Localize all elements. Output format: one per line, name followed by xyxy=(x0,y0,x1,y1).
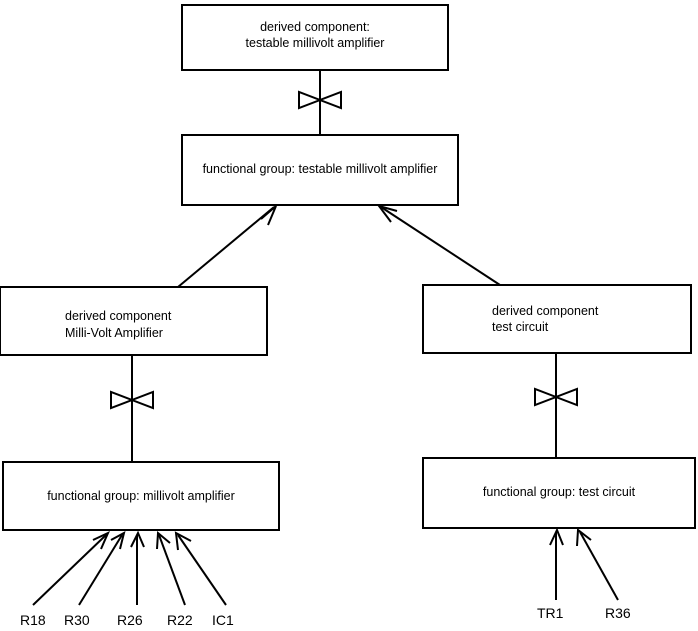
node-box[interactable] xyxy=(181,134,459,206)
edge-r36 xyxy=(579,531,619,601)
bowtie-group xyxy=(110,90,578,410)
node-fg-millivolt-amplifier[interactable]: functional group: millivolt amplifier xyxy=(2,461,280,531)
leaf-label-r22: R22 xyxy=(167,612,193,628)
leaf-label-r26: R26 xyxy=(117,612,143,628)
bowtie-icon-left-right xyxy=(129,390,154,410)
bowtie-icon-right xyxy=(534,387,559,407)
arrowhead-tr1 xyxy=(549,527,564,546)
leaf-label-r36: R36 xyxy=(605,605,631,621)
edge-r22 xyxy=(158,534,186,606)
node-derived-testable-millivolt-amplifier[interactable]: derived component: testable millivolt am… xyxy=(181,4,449,71)
node-derived-milli-volt-amplifier[interactable]: derived component Milli-Volt Amplifier xyxy=(0,286,268,356)
edge-r18 xyxy=(32,534,107,606)
node-box[interactable] xyxy=(422,284,692,354)
node-label-line1: derived component: xyxy=(260,20,370,34)
arrowhead-r36 xyxy=(576,528,592,547)
node-fg-testable-millivolt-amplifier[interactable]: functional group: testable millivolt amp… xyxy=(181,134,459,206)
node-label-line1: functional group: testable millivolt amp… xyxy=(203,162,438,176)
bowtie-icon-top xyxy=(298,90,323,110)
node-label-line2: testable millivolt amplifier xyxy=(246,36,385,50)
node-derived-test-circuit[interactable]: derived component test circuit xyxy=(422,284,692,354)
edge-r30 xyxy=(78,534,123,606)
bowtie-icon-left xyxy=(110,390,135,410)
arrowhead-r30 xyxy=(110,531,126,550)
arrowhead-tc-to-testable-fg xyxy=(376,204,398,223)
leaf-label-group: R18 R30 R26 R22 IC1 TR1 R36 xyxy=(20,605,631,628)
node-label-line2: test circuit xyxy=(492,320,549,334)
leaf-label-tr1: TR1 xyxy=(537,605,564,621)
bowtie-icon-right-right xyxy=(553,387,578,407)
node-label-line1: functional group: test circuit xyxy=(483,485,636,499)
leaf-label-ic1: IC1 xyxy=(212,612,234,628)
arrowhead-r18 xyxy=(92,530,110,550)
arrowhead-ic1 xyxy=(174,531,192,551)
leaf-label-r30: R30 xyxy=(64,612,90,628)
edge-tc-to-testable-fg xyxy=(380,206,501,286)
node-label-line1: derived component xyxy=(65,309,172,323)
node-box[interactable] xyxy=(181,4,449,71)
node-box[interactable] xyxy=(2,461,280,531)
bowtie-icon-top-right xyxy=(317,90,342,110)
leaf-label-r18: R18 xyxy=(20,612,46,628)
node-label-line2: Milli-Volt Amplifier xyxy=(65,326,163,340)
edge-mva-to-testable-fg xyxy=(177,206,275,288)
node-fg-test-circuit[interactable]: functional group: test circuit xyxy=(422,457,696,529)
edge-group xyxy=(32,70,619,606)
arrowhead-r22 xyxy=(156,530,171,550)
node-box[interactable] xyxy=(0,286,268,356)
node-box[interactable] xyxy=(422,457,696,529)
node-label-line1: derived component xyxy=(492,304,599,318)
node-label-line1: functional group: millivolt amplifier xyxy=(47,489,235,503)
arrowhead-r26 xyxy=(130,530,145,548)
edge-ic1 xyxy=(177,534,227,606)
